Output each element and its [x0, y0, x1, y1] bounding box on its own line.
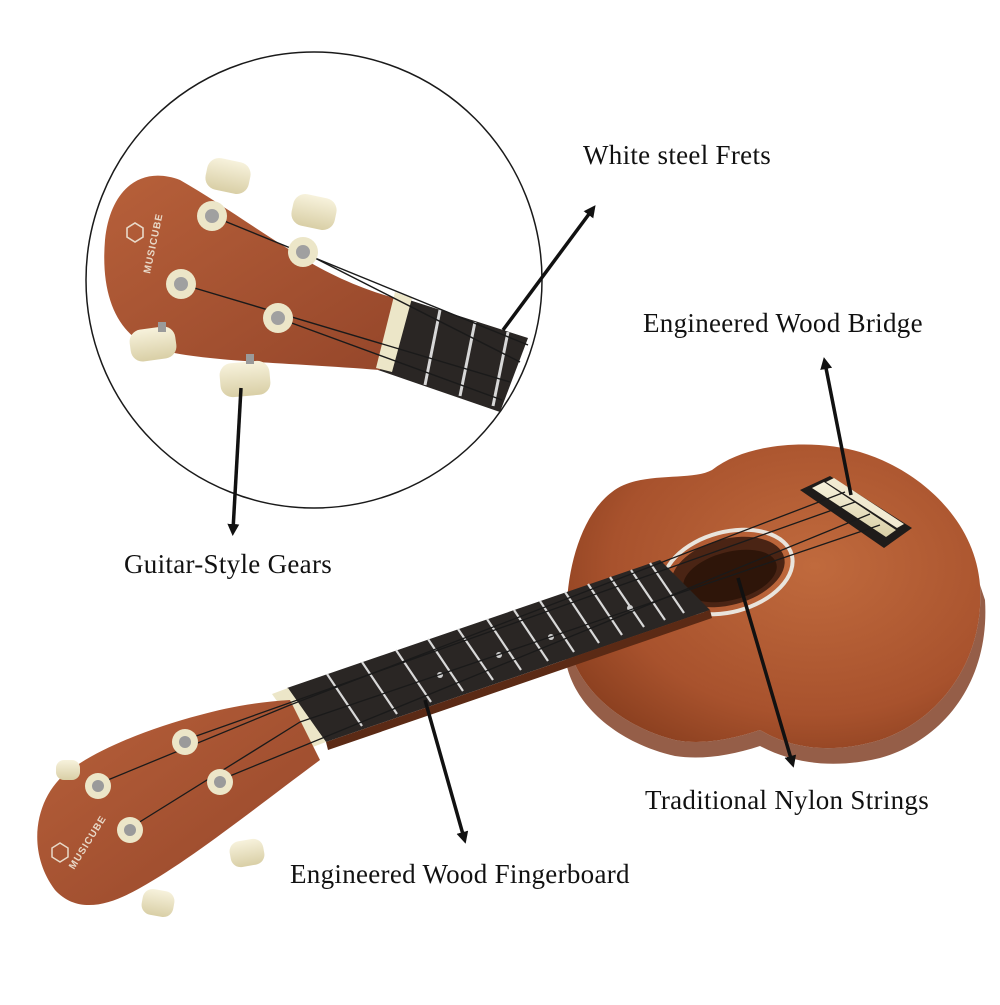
zoom-nut: [376, 292, 412, 372]
zoom-headstock: [104, 175, 403, 370]
label-engineered-wood-bridge: Engineered Wood Bridge: [643, 308, 923, 338]
headstock: [37, 700, 320, 906]
zoom-cube-logo-icon: [126, 222, 144, 243]
label-guitar-style-gears: Guitar-Style Gears: [124, 549, 333, 579]
label-engineered-wood-fingerboard: Engineered Wood Fingerboard: [290, 859, 630, 889]
label-white-steel-frets: White steel Frets: [583, 140, 772, 170]
zoom-tuner-buttons: [129, 158, 337, 398]
strings: [97, 491, 881, 829]
tuner-buttons: [56, 760, 265, 917]
arrow-icon-gears: [227, 387, 243, 536]
arrow-icon-frets: [501, 205, 596, 332]
arrow-icon-fingerboard: [423, 699, 469, 844]
arrow-icon-strings: [736, 577, 797, 768]
zoom-tuner-posts: [166, 201, 318, 333]
tuner-posts: [85, 729, 233, 843]
arrow-icon-bridge: [820, 357, 853, 496]
fingerboard: [287, 560, 712, 750]
bridge: [800, 476, 912, 548]
zoom-strings: [180, 215, 529, 401]
cube-logo-icon: [51, 842, 69, 863]
label-traditional-nylon-strings: Traditional Nylon Strings: [645, 785, 930, 815]
